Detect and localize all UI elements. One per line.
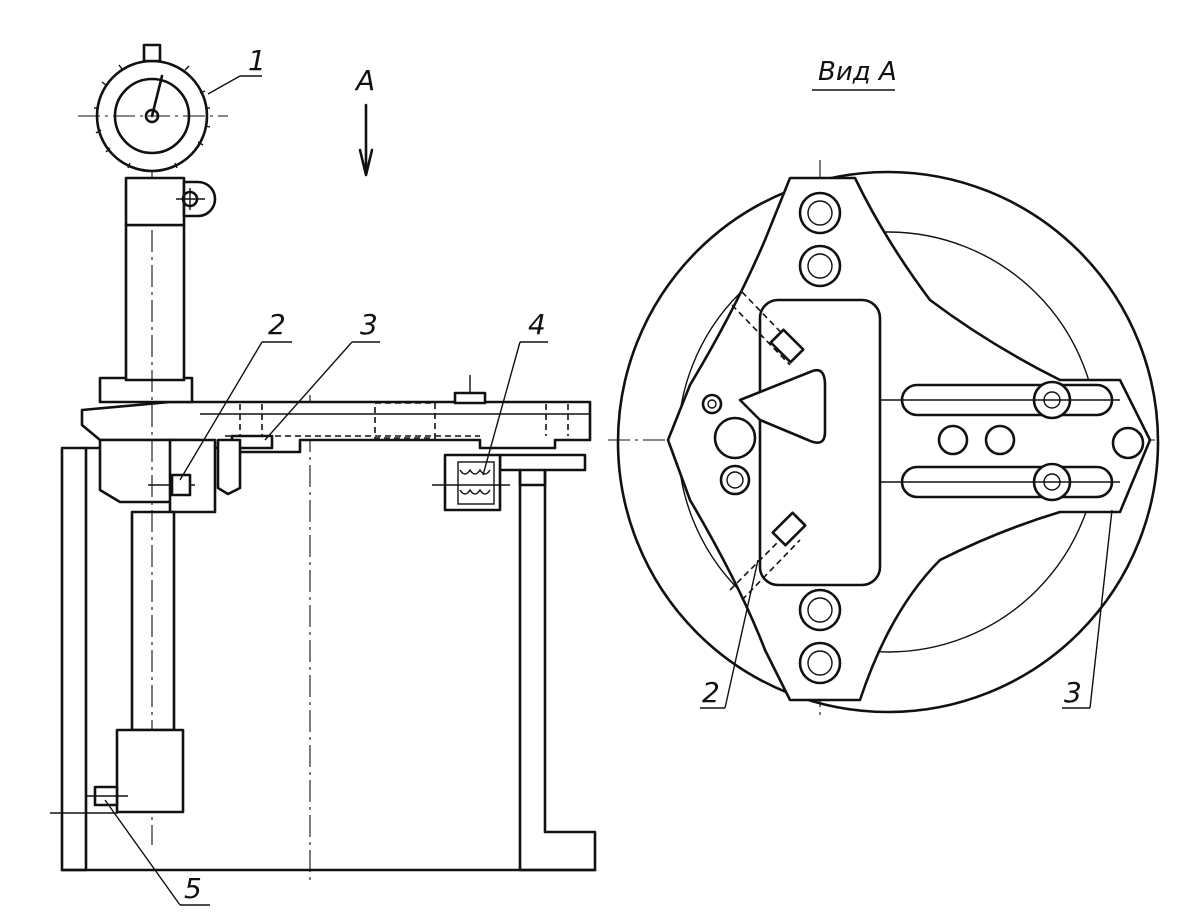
callout-leaders: [104, 75, 548, 906]
direction-label: А: [354, 64, 375, 97]
view-title: Вид А: [818, 57, 897, 87]
leader-3: [1089, 509, 1113, 709]
leader-2: [724, 559, 759, 709]
spring-plunger: [432, 453, 510, 512]
slotted-arm: [880, 380, 1145, 502]
dial-indicator: [78, 43, 228, 227]
housing-casing: [60, 446, 597, 872]
outer-rim: [616, 170, 1160, 714]
hole-left-lower: [719, 464, 751, 496]
top-holes: [798, 191, 842, 288]
callout-1: 1: [248, 44, 266, 77]
callout-5: 5: [184, 872, 202, 905]
view-a: Вид А: [608, 57, 1160, 720]
view-direction-arrow: А: [354, 64, 375, 177]
hole-left-center: [713, 416, 757, 460]
hole-small-left-top: [701, 393, 723, 415]
callout-4: 4: [528, 308, 546, 341]
clamp-lever: [738, 368, 827, 444]
view-callout-3: 3: [1064, 676, 1082, 709]
angled-stops: [729, 291, 807, 601]
callout-2: 2: [268, 308, 286, 341]
section-view: А 1 2 3 4 5: [50, 43, 597, 906]
view-callout-2: 2: [702, 676, 720, 709]
measuring-tip: [50, 728, 185, 814]
bottom-holes: [798, 588, 842, 685]
callout-3: 3: [360, 308, 378, 341]
